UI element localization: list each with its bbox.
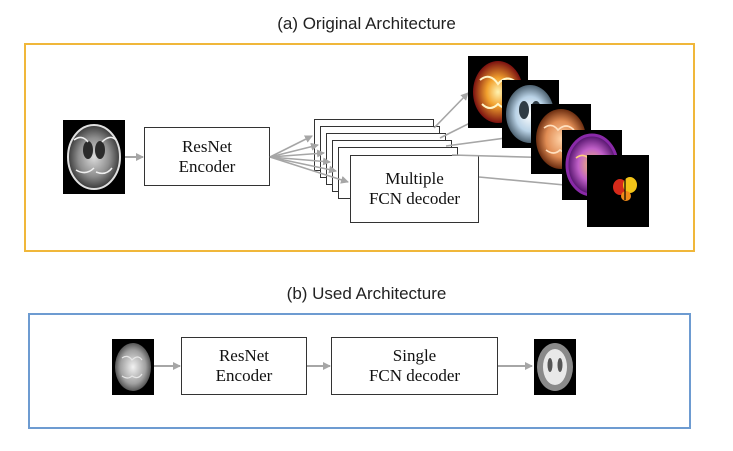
arrow-encoder-to-decoder — [269, 156, 337, 174]
panel-b-caption: (b) Used Architecture — [286, 284, 447, 303]
input-mri-image-b — [112, 339, 154, 395]
arrow-decoder-to-output — [433, 92, 469, 129]
arrow-encoder-to-decoder — [269, 156, 349, 184]
arrow-encoder-to-decoder — [269, 135, 313, 158]
panel-a-caption: (a) Original Architecture — [277, 14, 456, 33]
arrow-encoder-to-decoder — [269, 156, 331, 166]
panel-b-frame — [28, 313, 691, 429]
input-mri-image-a — [63, 120, 125, 194]
output-mri-image-b — [534, 339, 576, 395]
resnet-encoder-box-a: ResNet Encoder — [144, 127, 270, 186]
single-fcn-decoder-box: Single FCN decoder — [331, 337, 498, 395]
multiple-fcn-decoder-box: Multiple FCN decoder — [350, 155, 479, 223]
output-map-5 — [587, 155, 649, 227]
arrow-encoder-to-decoder — [269, 149, 325, 158]
arrow-encoder-to-decoder — [269, 142, 319, 158]
panel-a-frame — [24, 43, 695, 252]
resnet-encoder-box-b: ResNet Encoder — [181, 337, 307, 395]
